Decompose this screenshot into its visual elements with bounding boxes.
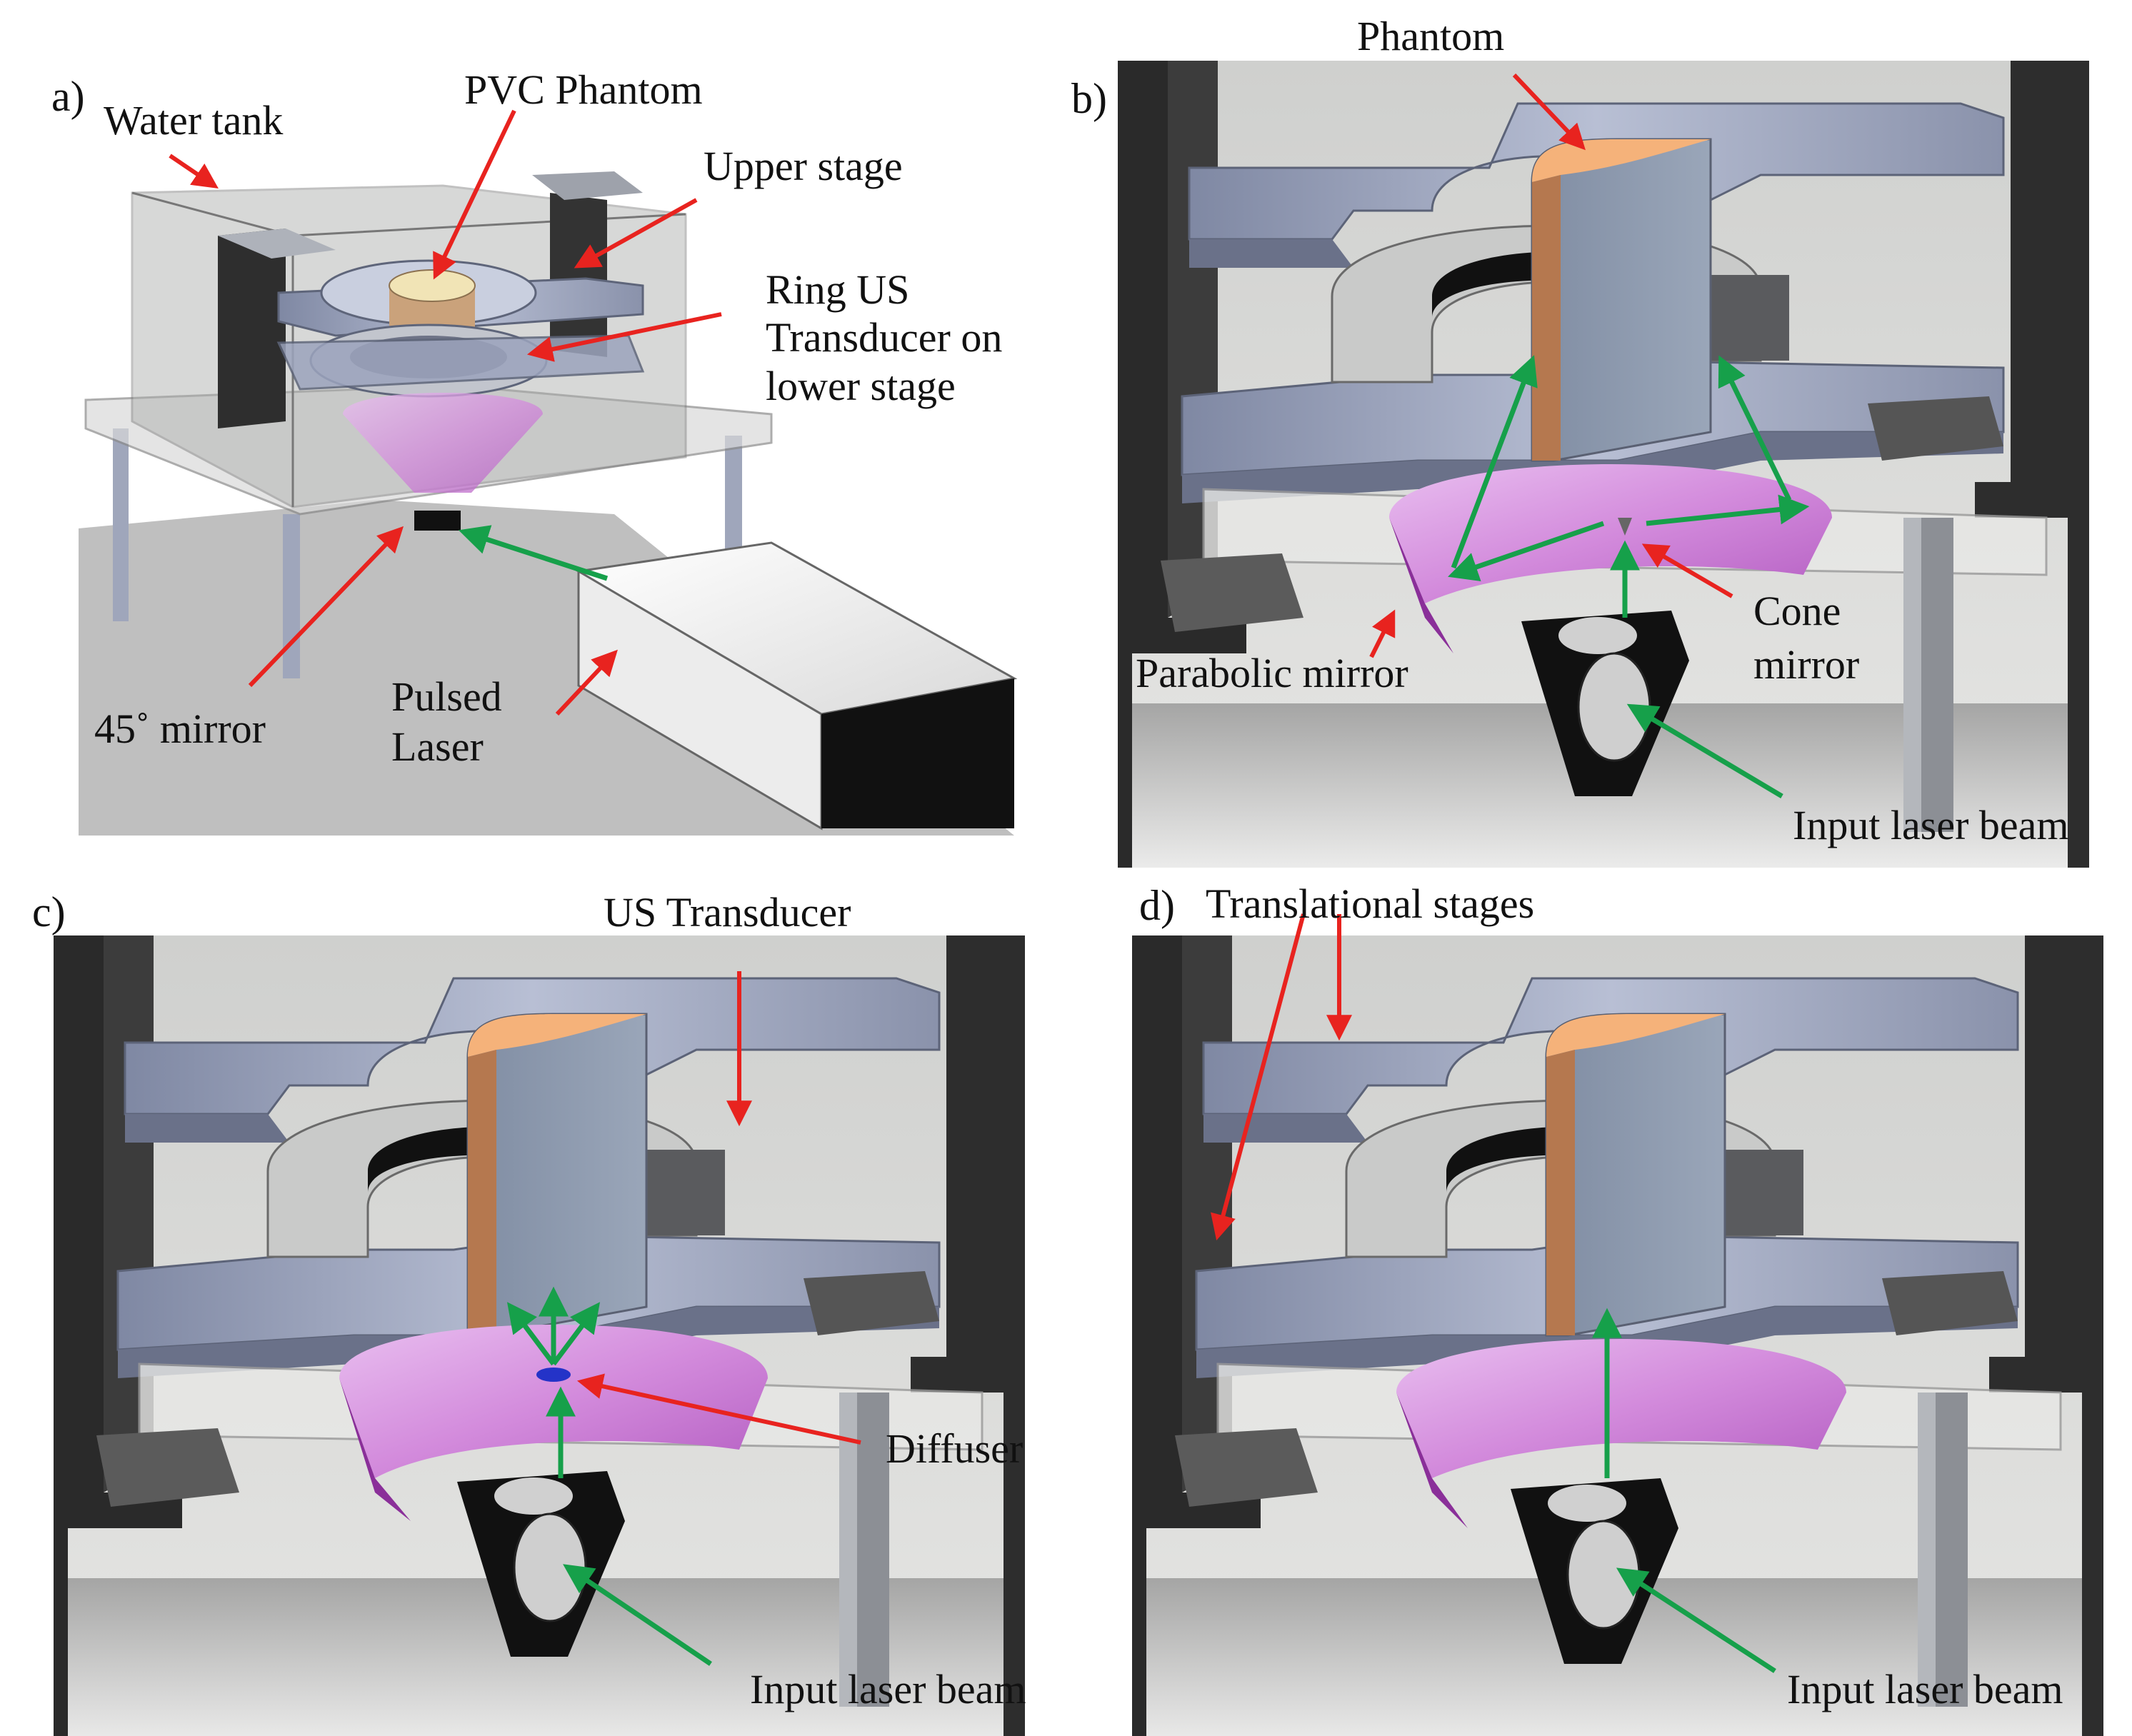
label-ring-us-2: Transducer on [766,314,1002,361]
label-ring-us-1: Ring US [766,266,909,313]
label-cone-1: Cone [1753,588,1841,634]
label-phantom: Phantom [1357,13,1504,59]
label-parabolic: Parabolic mirror [1136,650,1408,696]
parabolic-mirror [343,393,543,493]
panel-c-letter: c) [32,888,66,935]
panel-a: a) Water tank PVC Phantom Upper stage Ri… [51,66,1018,836]
panel-d: d) Translational stages Input laser beam [1131,880,2105,1736]
diffuser [536,1368,571,1382]
parabolic-mirror [1389,464,1832,603]
label-water-tank: Water tank [104,97,283,144]
table-leg [283,514,300,678]
panel-b: b) Phantom Cone mirror Parabolic mirror … [1071,13,2091,869]
label-pulsed: Pulsed [391,673,502,720]
label-input-beam-c: Input laser beam [750,1666,1026,1712]
label-translational: Translational stages [1206,880,1534,927]
panel-d-render [1131,913,2105,1736]
cone-mirror [1618,518,1632,536]
label-us-transducer: US Transducer [604,889,851,935]
label-cone-2: mirror [1753,641,1859,688]
tank-support-right [550,193,607,357]
panel-b-letter: b) [1071,75,1107,122]
table-leg [113,428,129,621]
label-laser: Laser [391,723,484,770]
label-input-beam-d: Input laser beam [1787,1666,2063,1712]
laser-beam-arrow [459,525,609,581]
panel-d-letter: d) [1139,882,1175,929]
label-diffuser: Diffuser [886,1425,1023,1472]
label-45-mirror: 45˚ mirror [94,706,266,752]
tank-support-left [218,229,286,428]
panel-b-render [1116,59,2091,869]
label-upper-stage: Upper stage [704,143,903,189]
label-ring-us-3: lower stage [766,363,956,409]
panel-c: c) US Transducer Diffuser Input laser be… [32,888,1026,1736]
panel-a-letter: a) [51,73,85,120]
panel-c-render [52,934,1026,1736]
label-pvc-phantom: PVC Phantom [464,66,703,113]
parabolic-mirror [1396,1339,1846,1478]
label-input-beam-b: Input laser beam [1793,802,2069,848]
mirror-45 [414,511,461,531]
